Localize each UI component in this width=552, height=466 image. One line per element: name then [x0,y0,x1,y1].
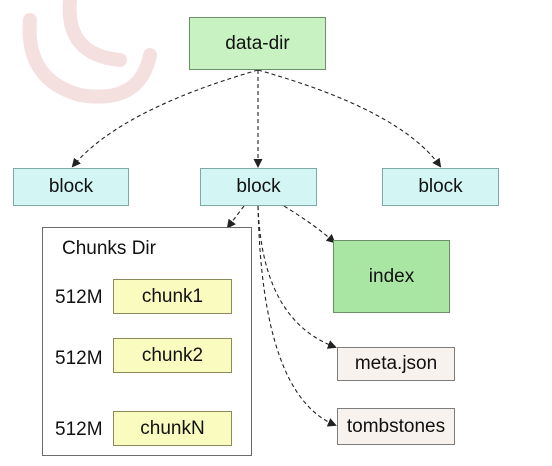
file-label: tombstones [346,415,446,437]
edge-root-block-left [71,69,259,168]
edge-block-tombstones [257,205,337,427]
block-label: block [418,176,463,197]
block-label: block [236,176,281,197]
node-chunkN: chunkN [113,411,232,446]
chunk-size-label: 512M [55,348,103,369]
edge-block-index [283,205,336,244]
node-block-right: block [382,168,499,206]
chunk-size-label: 512M [55,287,103,308]
index-label: index [368,265,415,287]
node-chunk1: chunk1 [113,279,232,314]
node-tombstones: tombstones [337,408,455,445]
chunks-dir-title: Chunks Dir [62,238,156,259]
edge-block-chunksdir [226,205,245,229]
node-block-middle: block [200,168,317,206]
chunk-size-label: 512M [55,419,103,440]
node-meta-json: meta.json [337,347,455,381]
node-index: index [333,240,450,313]
edge-block-meta [257,205,337,349]
node-data-dir: data-dir [189,17,326,70]
node-chunk2: chunk2 [113,338,232,373]
chunk-label: chunk2 [141,344,204,366]
node-block-left: block [13,168,129,206]
file-label: meta.json [354,353,438,374]
edge-root-block-right [257,69,442,168]
chunk-label: chunkN [140,417,205,439]
node-data-dir-label: data-dir [225,32,290,54]
block-label: block [48,176,94,197]
chunk-label: chunk1 [141,285,204,307]
